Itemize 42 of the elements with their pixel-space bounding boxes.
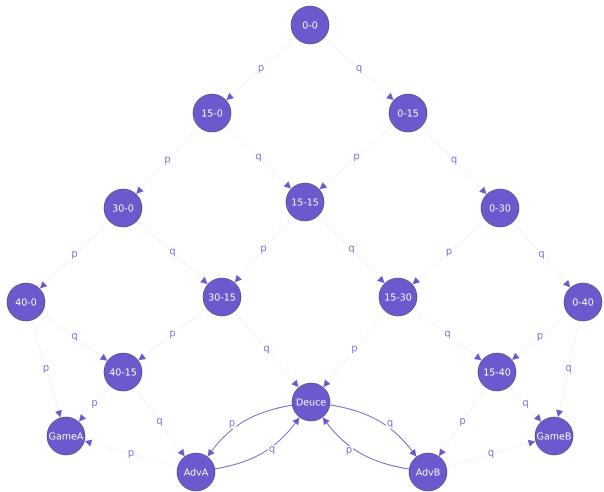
arrow: [136, 126, 200, 194]
edge-label: p: [350, 344, 359, 354]
edge-label: p: [352, 152, 361, 162]
edge-label: p: [126, 449, 136, 459]
arrow: [234, 216, 293, 282]
edge-label: q: [354, 64, 364, 74]
edge-label: q: [262, 344, 271, 354]
edge-label: p: [70, 250, 79, 260]
edge-label: q: [537, 250, 546, 260]
edge-label: p: [163, 156, 172, 166]
edge-label: q: [386, 419, 394, 429]
arrow: [214, 418, 300, 470]
arrow: [84, 440, 178, 468]
edge-label: p: [444, 248, 454, 258]
edge-label: q: [486, 449, 496, 459]
arrow: [208, 404, 292, 456]
edge-label: q: [155, 417, 164, 427]
edge-label: q: [268, 445, 276, 455]
arrow: [320, 125, 394, 190]
edge-label: p: [458, 417, 467, 427]
edge-label: q: [70, 332, 79, 342]
edge-label: q: [564, 364, 573, 374]
arrow: [318, 215, 384, 284]
edge-label: q: [521, 399, 530, 409]
edge-label: p: [536, 332, 544, 342]
edge-label: q: [347, 244, 356, 254]
edge-label: p: [42, 364, 50, 374]
edge-label: p: [344, 446, 354, 456]
edge-label: q: [443, 330, 452, 340]
arrow: [134, 387, 185, 456]
edge-label: p: [256, 64, 266, 74]
edge-label: p: [90, 399, 99, 409]
edge-label: q: [168, 248, 177, 258]
arrow: [446, 440, 536, 467]
edge-label: q: [450, 156, 458, 166]
edge-label: p: [228, 419, 236, 429]
edge-label: p: [168, 330, 177, 340]
arrow: [31, 320, 62, 418]
arrow: [412, 220, 486, 284]
arrow: [41, 313, 108, 361]
edge-label: p: [259, 244, 268, 254]
edge-label: q: [254, 152, 263, 162]
